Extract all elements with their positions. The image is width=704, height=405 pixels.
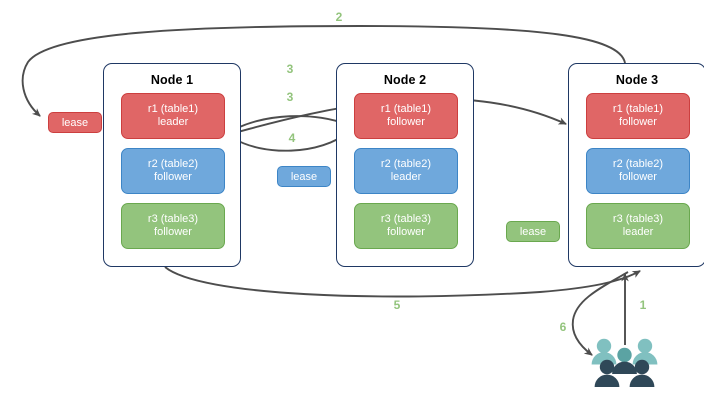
node-2-replica-r3-role: follower — [387, 226, 425, 238]
lease-chip-green[interactable]: lease — [506, 221, 560, 242]
node-2-replica-r1-role: follower — [387, 116, 425, 128]
node-1-replica-r3[interactable]: r3 (table3) follower — [121, 203, 225, 249]
node-1-replica-r2-name: r2 (table2) — [147, 157, 199, 170]
people-icon — [588, 337, 662, 392]
node-2-title: Node 2 — [383, 73, 427, 87]
people-icon-svg — [591, 338, 658, 387]
node-2[interactable]: Node 2 r1 (table1) follower r2 (table2) … — [336, 63, 474, 267]
node-3-title: Node 3 — [615, 73, 659, 87]
node-2-replica-r2-name: r2 (table2) — [380, 157, 432, 170]
node-1-replica-r2-role: follower — [154, 171, 192, 183]
step-label-3-long: 3 — [286, 62, 294, 76]
node-2-replica-r1-name: r1 (table1) — [380, 102, 432, 115]
step-label-3-short: 3 — [286, 90, 294, 104]
lease-chip-blue[interactable]: lease — [277, 166, 331, 187]
edge-5 — [164, 266, 641, 298]
node-2-replica-r2-role: leader — [390, 171, 422, 183]
node-1-replica-r3-role: follower — [154, 226, 192, 238]
step-label-2: 2 — [335, 10, 343, 24]
node-3-replica-r3-name: r3 (table3) — [612, 212, 664, 225]
node-2-replica-r3-name: r3 (table3) — [380, 212, 432, 225]
node-2-replica-r2[interactable]: r2 (table2) leader — [354, 148, 458, 194]
node-1[interactable]: Node 1 r1 (table1) leader r2 (table2) fo… — [103, 63, 241, 267]
step-label-4: 4 — [288, 131, 296, 145]
node-3-replica-r2-role: follower — [619, 171, 657, 183]
node-3-replica-r3[interactable]: r3 (table3) leader — [586, 203, 690, 249]
node-1-replica-r1-name: r1 (table1) — [147, 102, 199, 115]
node-3-replica-r1-name: r1 (table1) — [612, 102, 664, 115]
step-label-1: 1 — [639, 298, 647, 312]
node-1-title: Node 1 — [150, 73, 194, 87]
lease-chip-red[interactable]: lease — [48, 112, 102, 133]
lease-chip-blue-label: lease — [290, 170, 318, 183]
step-label-6: 6 — [559, 320, 567, 334]
node-2-replica-r1[interactable]: r1 (table1) follower — [354, 93, 458, 139]
node-3-replica-r1-role: follower — [619, 116, 657, 128]
node-3-replica-r2[interactable]: r2 (table2) follower — [586, 148, 690, 194]
node-1-replica-r2[interactable]: r2 (table2) follower — [121, 148, 225, 194]
node-3-replica-r3-role: leader — [622, 226, 654, 238]
node-3-replica-r1[interactable]: r1 (table1) follower — [586, 93, 690, 139]
lease-chip-green-label: lease — [519, 225, 547, 238]
node-3-replica-r2-name: r2 (table2) — [612, 157, 664, 170]
node-3[interactable]: Node 3 r1 (table1) follower r2 (table2) … — [568, 63, 704, 267]
node-2-replica-r3[interactable]: r3 (table3) follower — [354, 203, 458, 249]
lease-chip-red-label: lease — [61, 116, 89, 129]
node-1-replica-r1-role: leader — [157, 116, 189, 128]
node-1-replica-r1[interactable]: r1 (table1) leader — [121, 93, 225, 139]
step-label-5: 5 — [393, 298, 401, 312]
node-1-replica-r3-name: r3 (table3) — [147, 212, 199, 225]
